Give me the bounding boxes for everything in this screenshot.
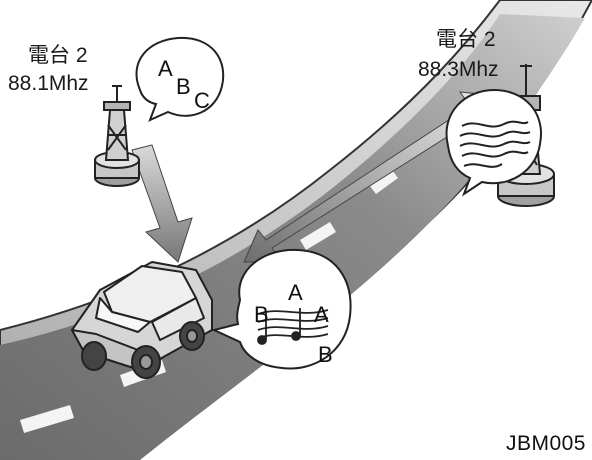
music-staff-icon [257,308,329,345]
station-left-name: 電台 2 [28,44,88,67]
radio-tower-left [94,85,140,187]
speech-bubble-car: A B A B [211,248,352,370]
signal-beam-left [131,144,193,263]
bubble-letter-b: B [176,74,191,99]
station-left-frequency: 88.1Mhz [8,72,89,95]
speech-bubble-left: A B C [135,36,225,122]
station-right-frequency: 88.3Mhz [418,58,499,81]
figure-code: JBM005 [505,432,586,455]
car-icon [71,261,213,379]
car-bubble-letter-a2: A [314,302,329,327]
station-right-name: 電台 2 [436,28,496,51]
car-bubble-letter-a1: A [288,280,303,305]
bubble-letter-a: A [158,56,173,81]
bubble-letter-c: C [194,88,210,113]
garbled-staff-icon [459,120,531,168]
car-bubble-letter-b2: B [318,342,333,367]
car-bubble-letter-b1: B [254,302,269,327]
speech-bubble-right [445,88,542,197]
